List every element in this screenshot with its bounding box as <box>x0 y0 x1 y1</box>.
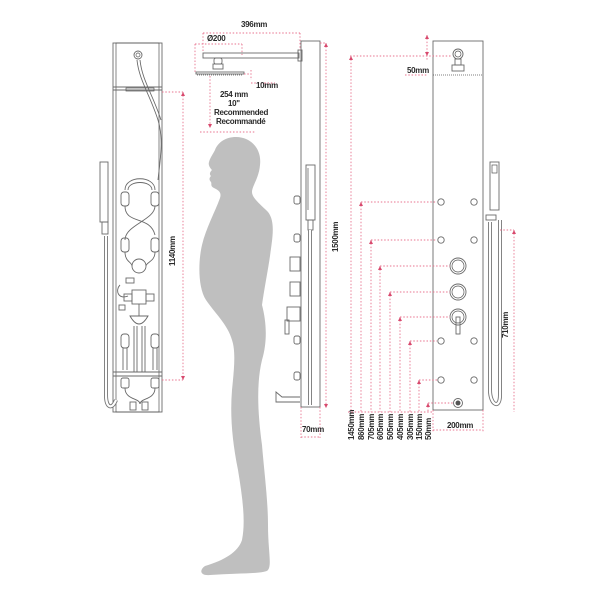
label-405mm: 405mm <box>396 414 405 440</box>
label-860mm: 860mm <box>357 414 366 440</box>
label-150mm: 150mm <box>415 414 424 440</box>
human-silhouette <box>199 137 273 576</box>
label-10mm: 10mm <box>256 81 278 90</box>
label-1450mm: 1450mm <box>347 410 356 440</box>
body-jet-icon <box>437 198 478 384</box>
dimension-1140: 1140mm <box>162 91 185 381</box>
label-10in: 10" <box>228 99 240 108</box>
dimension-d200: Ø200 <box>194 34 243 73</box>
label-505mm: 505mm <box>386 414 395 440</box>
label-70mm: 70mm <box>302 425 324 434</box>
label-305mm: 305mm <box>406 414 415 440</box>
label-50mm: 50mm <box>424 418 433 440</box>
front-view-panel <box>432 40 502 411</box>
height-dimensions: 1450mm 860mm 705mm 605mm 505mm 405mm 305… <box>347 56 453 440</box>
shower-head-view <box>195 49 303 76</box>
dimension-clearance: 254 mm 10" Recommended Recommandé <box>200 76 269 133</box>
dimension-200: 200mm <box>432 410 484 432</box>
dimension-710: 710mm <box>500 229 516 412</box>
label-200mm: 200mm <box>447 421 473 430</box>
label-1140mm: 1140mm <box>168 236 177 266</box>
rear-view-panel <box>99 42 163 413</box>
label-recommended: Recommended <box>214 108 268 117</box>
dimension-10mm: 10mm <box>244 70 278 90</box>
dimension-396: 396mm <box>202 20 301 52</box>
label-recommande: Recommandé <box>216 117 266 126</box>
diverter-knob-icon <box>449 283 467 301</box>
dimension-70: 70mm <box>300 407 324 438</box>
label-710mm: 710mm <box>501 312 510 338</box>
label-50mm-top: 50mm <box>407 66 429 75</box>
label-d200: Ø200 <box>207 34 226 43</box>
label-254mm: 254 mm <box>220 90 248 99</box>
spout-icon <box>453 398 463 408</box>
label-705mm: 705mm <box>367 414 376 440</box>
diverter-knob-icon <box>449 257 467 275</box>
label-396mm: 396mm <box>241 20 267 29</box>
dimension-1500: 1500mm <box>320 42 340 408</box>
label-1500mm: 1500mm <box>331 222 340 252</box>
label-605mm: 605mm <box>376 414 385 440</box>
dimension-50-top: 50mm <box>350 35 452 76</box>
side-view-panel <box>275 40 321 408</box>
